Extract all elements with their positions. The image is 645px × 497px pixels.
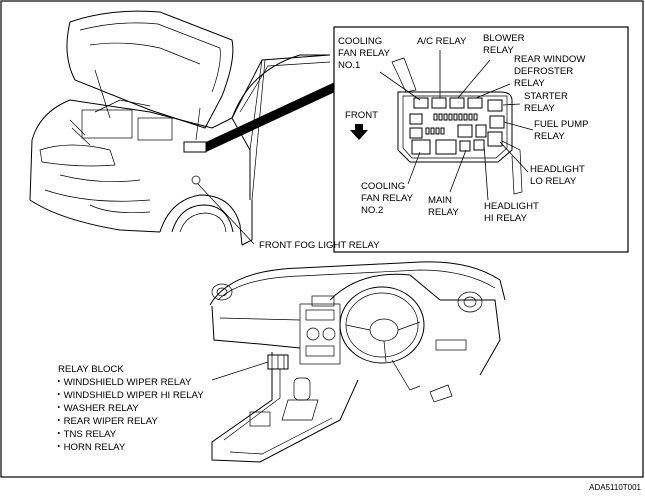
fuse-box-drawing [391, 57, 523, 195]
relay-slot [475, 124, 487, 138]
fuse-row [425, 113, 478, 135]
car-illustration [29, 10, 331, 246]
relay-block-item: ・TNS RELAY [54, 429, 117, 440]
figure-code: ADA5110T001 [589, 483, 641, 492]
relay-slot [467, 97, 483, 109]
rear-window-defroster-relay-label: REAR WINDOW DEFROSTER RELAY [514, 54, 588, 89]
relay-slot [487, 131, 503, 147]
figure-frame [0, 0, 644, 478]
relay-block-item: ・WINDSHIELD WIPER HI RELAY [54, 390, 204, 401]
fog-relay-marker [191, 175, 201, 185]
front-fog-light-relay-label: FRONT FOG LIGHT RELAY [259, 240, 380, 251]
relay-slot [459, 140, 471, 152]
cooling-fan-relay-2-label: COOLING FAN RELAY NO.2 [361, 181, 416, 216]
fog-relay-leader [197, 183, 255, 245]
headlight-hi-relay-label: HEADLIGHT HI RELAY [484, 201, 541, 224]
relay-slot [489, 115, 505, 129]
dashboard-illustration [209, 261, 506, 463]
headlight-lo-relay-label: HEADLIGHT LO RELAY [530, 164, 587, 187]
relay-slot [473, 139, 485, 151]
ac-relay-label: A/C RELAY [417, 36, 467, 47]
front-arrow-icon [350, 124, 368, 140]
callout-wedge [206, 82, 335, 152]
car-fuse-box-marker [183, 141, 207, 153]
relay-slot [435, 139, 457, 155]
relay-block-item: ・WASHER RELAY [54, 403, 139, 414]
blower-relay-label: BLOWER RELAY [483, 33, 527, 56]
leader-lines-inset [379, 50, 534, 201]
relay-block-item: ・WINDSHIELD WIPER RELAY [54, 377, 192, 388]
front-label: FRONT [345, 110, 378, 121]
relay-slot [409, 127, 423, 139]
relay-block-title: RELAY BLOCK [58, 364, 124, 375]
main-relay-label: MAIN RELAY [428, 195, 459, 218]
relay-block-item: ・HORN RELAY [54, 442, 126, 453]
relay-slot [413, 97, 429, 109]
fuel-pump-relay-label: FUEL PUMP RELAY [534, 119, 591, 142]
relay-slot [431, 97, 447, 109]
relay-block-item: ・REAR WIPER RELAY [54, 416, 158, 427]
starter-relay-label: STARTER RELAY [524, 91, 571, 114]
relay-slot [411, 139, 431, 155]
relay-slot [449, 97, 465, 109]
relay-block-leader [211, 361, 269, 381]
relay-slot [409, 113, 423, 125]
relay-slot [457, 124, 473, 138]
relay-slot [487, 99, 503, 112]
cooling-fan-relay-1-label: COOLING FAN RELAY NO.1 [338, 36, 393, 71]
